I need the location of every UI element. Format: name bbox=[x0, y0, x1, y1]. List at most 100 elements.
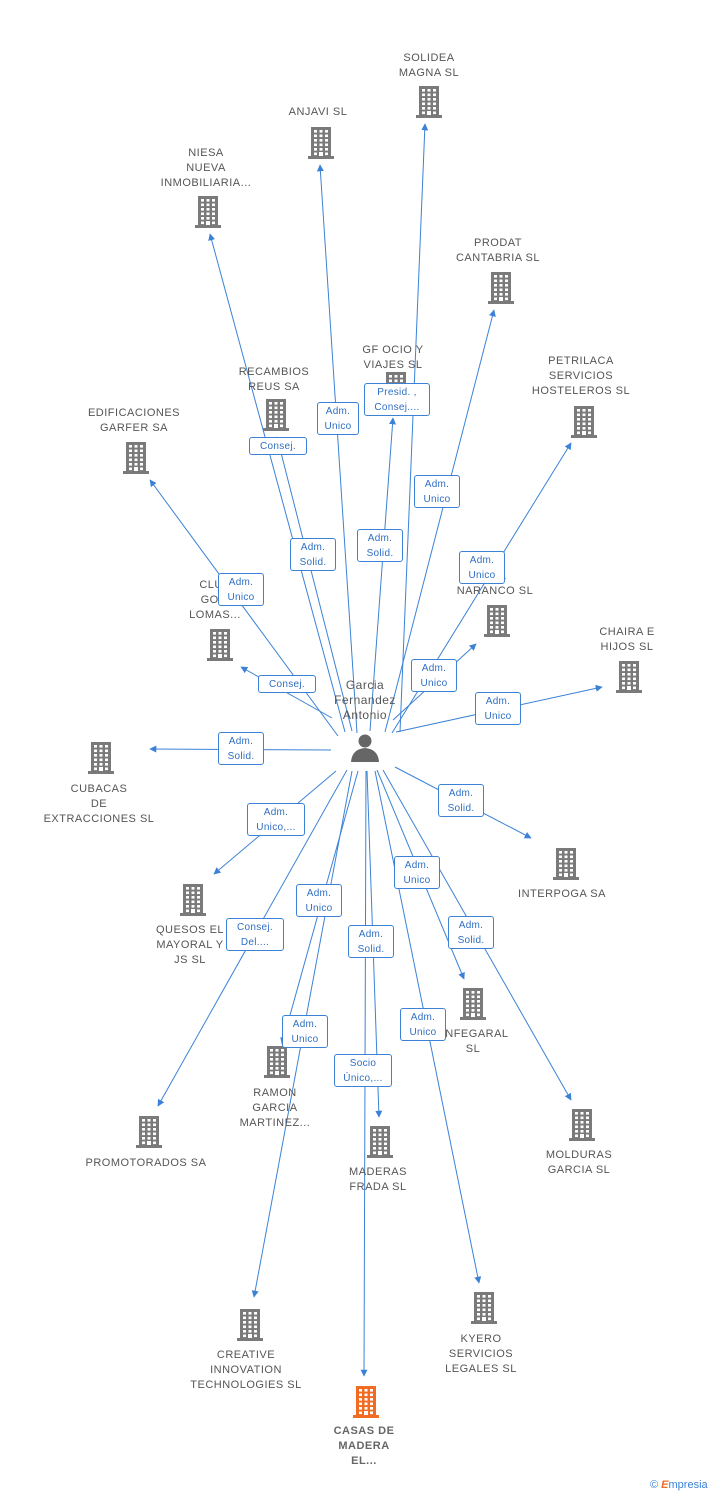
company-label-line: CASAS DE bbox=[333, 1425, 395, 1437]
building-icon[interactable] bbox=[264, 1046, 290, 1078]
building-icon[interactable] bbox=[195, 196, 221, 228]
relation-badge-molduras[interactable]: Adm.Solid. bbox=[448, 916, 494, 949]
relation-badge-gfocio[interactable]: Adm.Solid. bbox=[357, 529, 403, 562]
company-label-chaira[interactable]: CHAIRA E HIJOS SL bbox=[552, 625, 702, 655]
building-icon[interactable] bbox=[488, 272, 514, 304]
building-icon[interactable] bbox=[471, 1292, 497, 1324]
edge-solidea bbox=[399, 123, 429, 733]
company-label-line: NIESA bbox=[188, 147, 224, 159]
company-label-anjavi[interactable]: ANJAVI SL bbox=[243, 105, 393, 120]
relation-badge-line: Adm. bbox=[424, 479, 450, 490]
relation-badge-anjavi[interactable]: Adm. Unico bbox=[317, 402, 359, 435]
relation-badge-promotorados[interactable]: Consej.Del.... bbox=[226, 918, 284, 951]
company-label-line: PRODAT bbox=[473, 237, 523, 249]
relation-badge-quesos[interactable]: Adm.Unico,... bbox=[247, 803, 305, 836]
edge-edificaciones bbox=[149, 479, 339, 737]
relation-badge-ramon[interactable]: Adm.Unico bbox=[282, 1015, 328, 1048]
footer-brand[interactable]: © Empresia bbox=[650, 1479, 708, 1491]
company-label-line: GARFER SA bbox=[99, 422, 169, 434]
relation-badge-interpoga[interactable]: Adm.Solid. bbox=[438, 784, 484, 817]
building-icon[interactable] bbox=[367, 1126, 393, 1158]
relation-badge-petrilaca[interactable]: Adm.Unico bbox=[459, 551, 505, 584]
relation-badge-naranco[interactable]: Adm.Unico bbox=[411, 659, 457, 692]
company-label-line: CLUB bbox=[199, 579, 231, 591]
relation-badge-line: Solid. bbox=[457, 935, 485, 946]
relation-badge-line: Adm. bbox=[325, 406, 351, 417]
building-icon[interactable] bbox=[123, 442, 149, 474]
building-icon[interactable] bbox=[460, 988, 486, 1020]
relation-badge-line: Socio bbox=[349, 1058, 377, 1069]
relation-badge-club[interactable]: Consej. bbox=[258, 675, 316, 693]
relation-badge-casas[interactable]: Adm.Solid. bbox=[348, 925, 394, 958]
relation-badge-solidea[interactable]: Presid. ,Consej.... bbox=[364, 383, 430, 416]
relation-badge-cubacas[interactable]: Adm.Solid. bbox=[218, 732, 264, 765]
building-icon[interactable] bbox=[484, 605, 510, 637]
company-label-line: SOLIDEA bbox=[403, 52, 455, 64]
company-label-line: EL... bbox=[351, 1455, 377, 1467]
relation-badge-line: Adm. bbox=[404, 860, 430, 871]
building-icon[interactable] bbox=[180, 884, 206, 916]
relation-badge-niesa[interactable]: Consej. bbox=[249, 437, 307, 455]
company-label-line: SERVICIOS bbox=[448, 1348, 514, 1360]
relation-badge-line: Unico bbox=[227, 592, 255, 603]
building-icon[interactable] bbox=[308, 127, 334, 159]
edge-anjavi bbox=[316, 164, 358, 734]
company-label-line: HIJOS SL bbox=[600, 641, 654, 653]
edge-recambios bbox=[275, 436, 353, 732]
relation-badge-recambios[interactable]: Adm.Solid. bbox=[290, 538, 336, 571]
company-label-line: CHAIRA E bbox=[599, 626, 655, 638]
building-icon[interactable] bbox=[353, 1386, 379, 1418]
relation-badge-enfegaral[interactable]: Adm.Unico bbox=[394, 856, 440, 889]
relation-badge-kyero[interactable]: Adm.Unico bbox=[400, 1008, 446, 1041]
company-label-promotorados[interactable]: PROMOTORADOS SA bbox=[71, 1156, 221, 1171]
person-icon[interactable] bbox=[351, 734, 379, 763]
relation-badge-chaira[interactable]: Adm.Unico bbox=[475, 692, 521, 725]
company-label-interpoga[interactable]: INTERPOGA SA bbox=[487, 887, 637, 902]
relation-badge-line: Unico bbox=[324, 421, 352, 432]
building-icon[interactable] bbox=[263, 399, 289, 431]
building-icon[interactable] bbox=[88, 742, 114, 774]
relation-badge-edificaciones[interactable]: Adm.Unico bbox=[218, 573, 264, 606]
building-icon[interactable] bbox=[237, 1309, 263, 1341]
company-label-line: ANJAVI SL bbox=[288, 106, 348, 118]
relation-badge-prodat[interactable]: Adm.Unico bbox=[414, 475, 460, 508]
building-icon[interactable] bbox=[571, 406, 597, 438]
building-icon[interactable] bbox=[136, 1116, 162, 1148]
relation-badge-creative[interactable]: Adm.Unico bbox=[296, 884, 342, 917]
edge-prodat bbox=[384, 309, 496, 733]
relation-badge-line: Adm. bbox=[292, 1019, 318, 1030]
company-label-line: TECHNOLOGIES SL bbox=[190, 1379, 302, 1391]
building-icon[interactable] bbox=[207, 629, 233, 661]
company-label-line: GARCIA SL bbox=[547, 1164, 611, 1176]
brand-name: mpresia bbox=[668, 1479, 708, 1491]
relation-badge-line: Unico bbox=[420, 678, 448, 689]
relation-badge-line: Solid. bbox=[366, 548, 394, 559]
company-label-line: EDIFICACIONES bbox=[87, 407, 181, 419]
company-label-edificaciones[interactable]: EDIFICACIONES GARFER SA bbox=[59, 406, 209, 436]
building-icon[interactable] bbox=[553, 848, 579, 880]
building-icon[interactable] bbox=[416, 86, 442, 118]
person-name[interactable]: Garcia Fernandez Antonio bbox=[285, 678, 445, 723]
building-icon[interactable] bbox=[569, 1109, 595, 1141]
company-label-line: VIAJES SL bbox=[363, 359, 423, 371]
relation-badge-line: Adm. bbox=[485, 696, 511, 707]
building-icon[interactable] bbox=[616, 661, 642, 693]
